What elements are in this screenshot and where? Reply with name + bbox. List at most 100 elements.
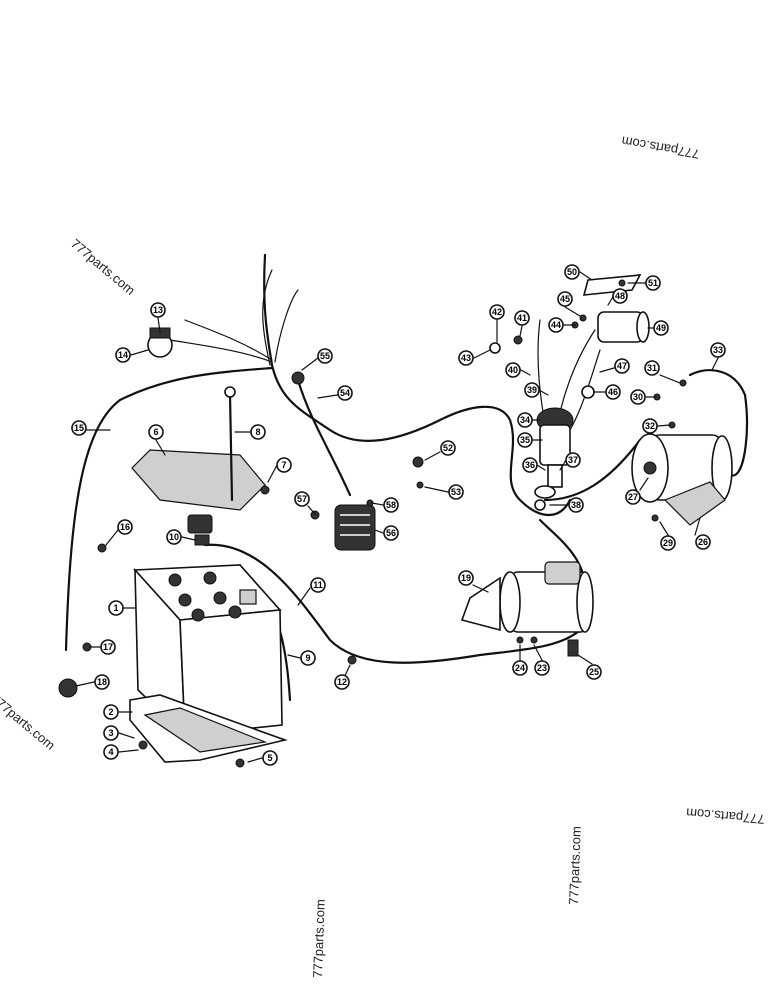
watermarks: 777parts.com 777parts.com 777parts.com 7…: [0, 133, 765, 978]
callout: 11: [297, 577, 326, 606]
svg-text:56: 56: [386, 528, 396, 538]
svg-text:1: 1: [113, 603, 118, 613]
callout: 43: [458, 349, 491, 366]
callout: 38: [549, 497, 584, 513]
callout: 18: [75, 674, 110, 690]
svg-text:13: 13: [153, 305, 163, 315]
callout: 52: [424, 440, 456, 461]
svg-text:52: 52: [443, 443, 453, 453]
callout: 25: [577, 654, 602, 680]
callout: 36: [522, 457, 546, 473]
callout: 10: [166, 529, 196, 545]
callout: 24: [512, 644, 528, 676]
callout: 7: [267, 457, 292, 483]
svg-text:33: 33: [713, 345, 723, 355]
svg-text:58: 58: [386, 500, 396, 510]
svg-text:48: 48: [615, 291, 625, 301]
generator: [631, 433, 733, 503]
svg-text:54: 54: [340, 388, 350, 398]
callout: 30: [630, 389, 656, 405]
svg-text:2: 2: [108, 707, 113, 717]
svg-text:41: 41: [517, 313, 527, 323]
callout: 42: [489, 304, 505, 343]
callout: 19: [458, 570, 489, 593]
svg-text:57: 57: [297, 494, 307, 504]
svg-text:23: 23: [537, 663, 547, 673]
callout: 33: [710, 342, 726, 371]
svg-text:9: 9: [305, 653, 310, 663]
svg-text:18: 18: [97, 677, 107, 687]
callout: 8: [234, 424, 266, 440]
callout: 45: [557, 291, 581, 317]
svg-text:14: 14: [118, 350, 128, 360]
svg-text:45: 45: [560, 294, 570, 304]
callout: 51: [627, 275, 661, 291]
watermark-top-right: 777parts.com: [620, 133, 700, 161]
generator-bracket: [663, 481, 726, 526]
control-box: [131, 386, 266, 546]
svg-text:35: 35: [520, 435, 530, 445]
svg-text:31: 31: [647, 363, 657, 373]
callout: 26: [694, 517, 711, 550]
battery-tray: [129, 694, 288, 763]
svg-text:39: 39: [527, 385, 537, 395]
callout: 54: [317, 385, 353, 401]
svg-text:11: 11: [313, 580, 323, 590]
callout: 39: [524, 382, 549, 398]
callout: 41: [514, 310, 530, 337]
svg-text:3: 3: [108, 728, 113, 738]
svg-text:8: 8: [255, 427, 260, 437]
svg-text:15: 15: [74, 423, 84, 433]
callout: 2: [103, 704, 133, 720]
svg-text:27: 27: [628, 492, 638, 502]
switch-assembly: [58, 327, 173, 698]
svg-text:37: 37: [568, 455, 578, 465]
callout: 57: [294, 491, 316, 515]
callout: 31: [644, 360, 681, 384]
battery: [133, 564, 283, 737]
svg-text:5: 5: [267, 753, 272, 763]
svg-text:32: 32: [645, 421, 655, 431]
callout: 50: [564, 264, 593, 281]
svg-text:38: 38: [571, 500, 581, 510]
callout: 53: [424, 484, 464, 500]
callout: 14: [115, 347, 149, 363]
callout: 17: [89, 639, 116, 655]
svg-text:24: 24: [515, 663, 525, 673]
callout: 15: [71, 420, 111, 436]
callout: 1: [108, 600, 136, 616]
watermark-bottom-center: 777parts.com: [566, 826, 584, 905]
callout: 46: [593, 384, 621, 400]
callout: 9: [287, 650, 316, 666]
svg-text:4: 4: [108, 747, 113, 757]
callout: 3: [103, 725, 135, 741]
distributor: [534, 407, 574, 499]
svg-text:55: 55: [320, 351, 330, 361]
callout: 58: [371, 497, 399, 513]
watermark-top-left: 777parts.com: [68, 236, 138, 298]
ignition-coil: [582, 274, 650, 343]
svg-text:47: 47: [617, 361, 627, 371]
svg-text:26: 26: [698, 537, 708, 547]
svg-text:40: 40: [508, 365, 518, 375]
callout: 37: [559, 452, 581, 471]
callout: 49: [647, 320, 669, 336]
callout: 48: [607, 288, 628, 306]
svg-text:43: 43: [461, 353, 471, 363]
callout: 5: [247, 750, 278, 766]
svg-text:12: 12: [337, 677, 347, 687]
svg-text:44: 44: [551, 320, 561, 330]
callout: 47: [599, 358, 630, 374]
watermark-left-edge: 777parts.com: [0, 691, 58, 753]
svg-text:10: 10: [169, 532, 179, 542]
wiring-harness: [64, 253, 749, 702]
callout: 13: [150, 302, 166, 333]
svg-text:34: 34: [520, 415, 530, 425]
callout: 27: [625, 477, 649, 505]
callout: 35: [517, 432, 543, 448]
svg-text:25: 25: [589, 667, 599, 677]
svg-text:17: 17: [103, 642, 113, 652]
voltage-regulator: [334, 504, 376, 551]
svg-text:16: 16: [120, 522, 130, 532]
